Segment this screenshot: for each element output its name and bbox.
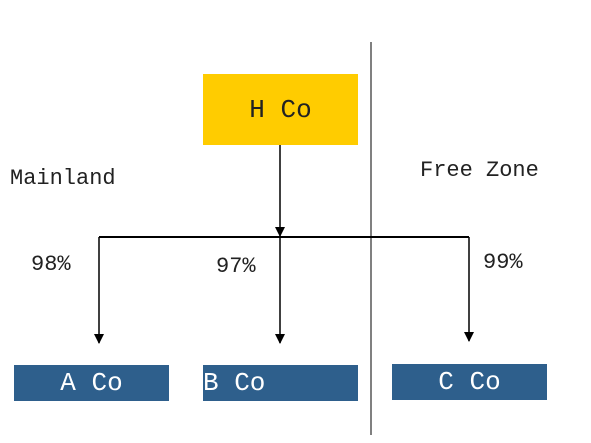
subsidiary-label-a-co: A Co [60,368,123,398]
holding-company-box: H Co [203,74,358,145]
subsidiary-label-c-co: C Co [438,367,501,397]
ownership-a-co: 98% [31,252,71,277]
subsidiary-label-b-co: B Co [203,368,266,398]
subsidiary-box-a-co: A Co [14,365,169,401]
subsidiary-box-c-co: C Co [392,364,547,400]
ownership-c-co: 99% [483,250,523,275]
region-label-mainland: Mainland [10,166,116,191]
holding-company-label: H Co [249,94,312,125]
region-label-free-zone: Free Zone [420,158,539,183]
subsidiary-box-b-co: B Co [203,365,358,401]
ownership-b-co: 97% [216,254,256,279]
